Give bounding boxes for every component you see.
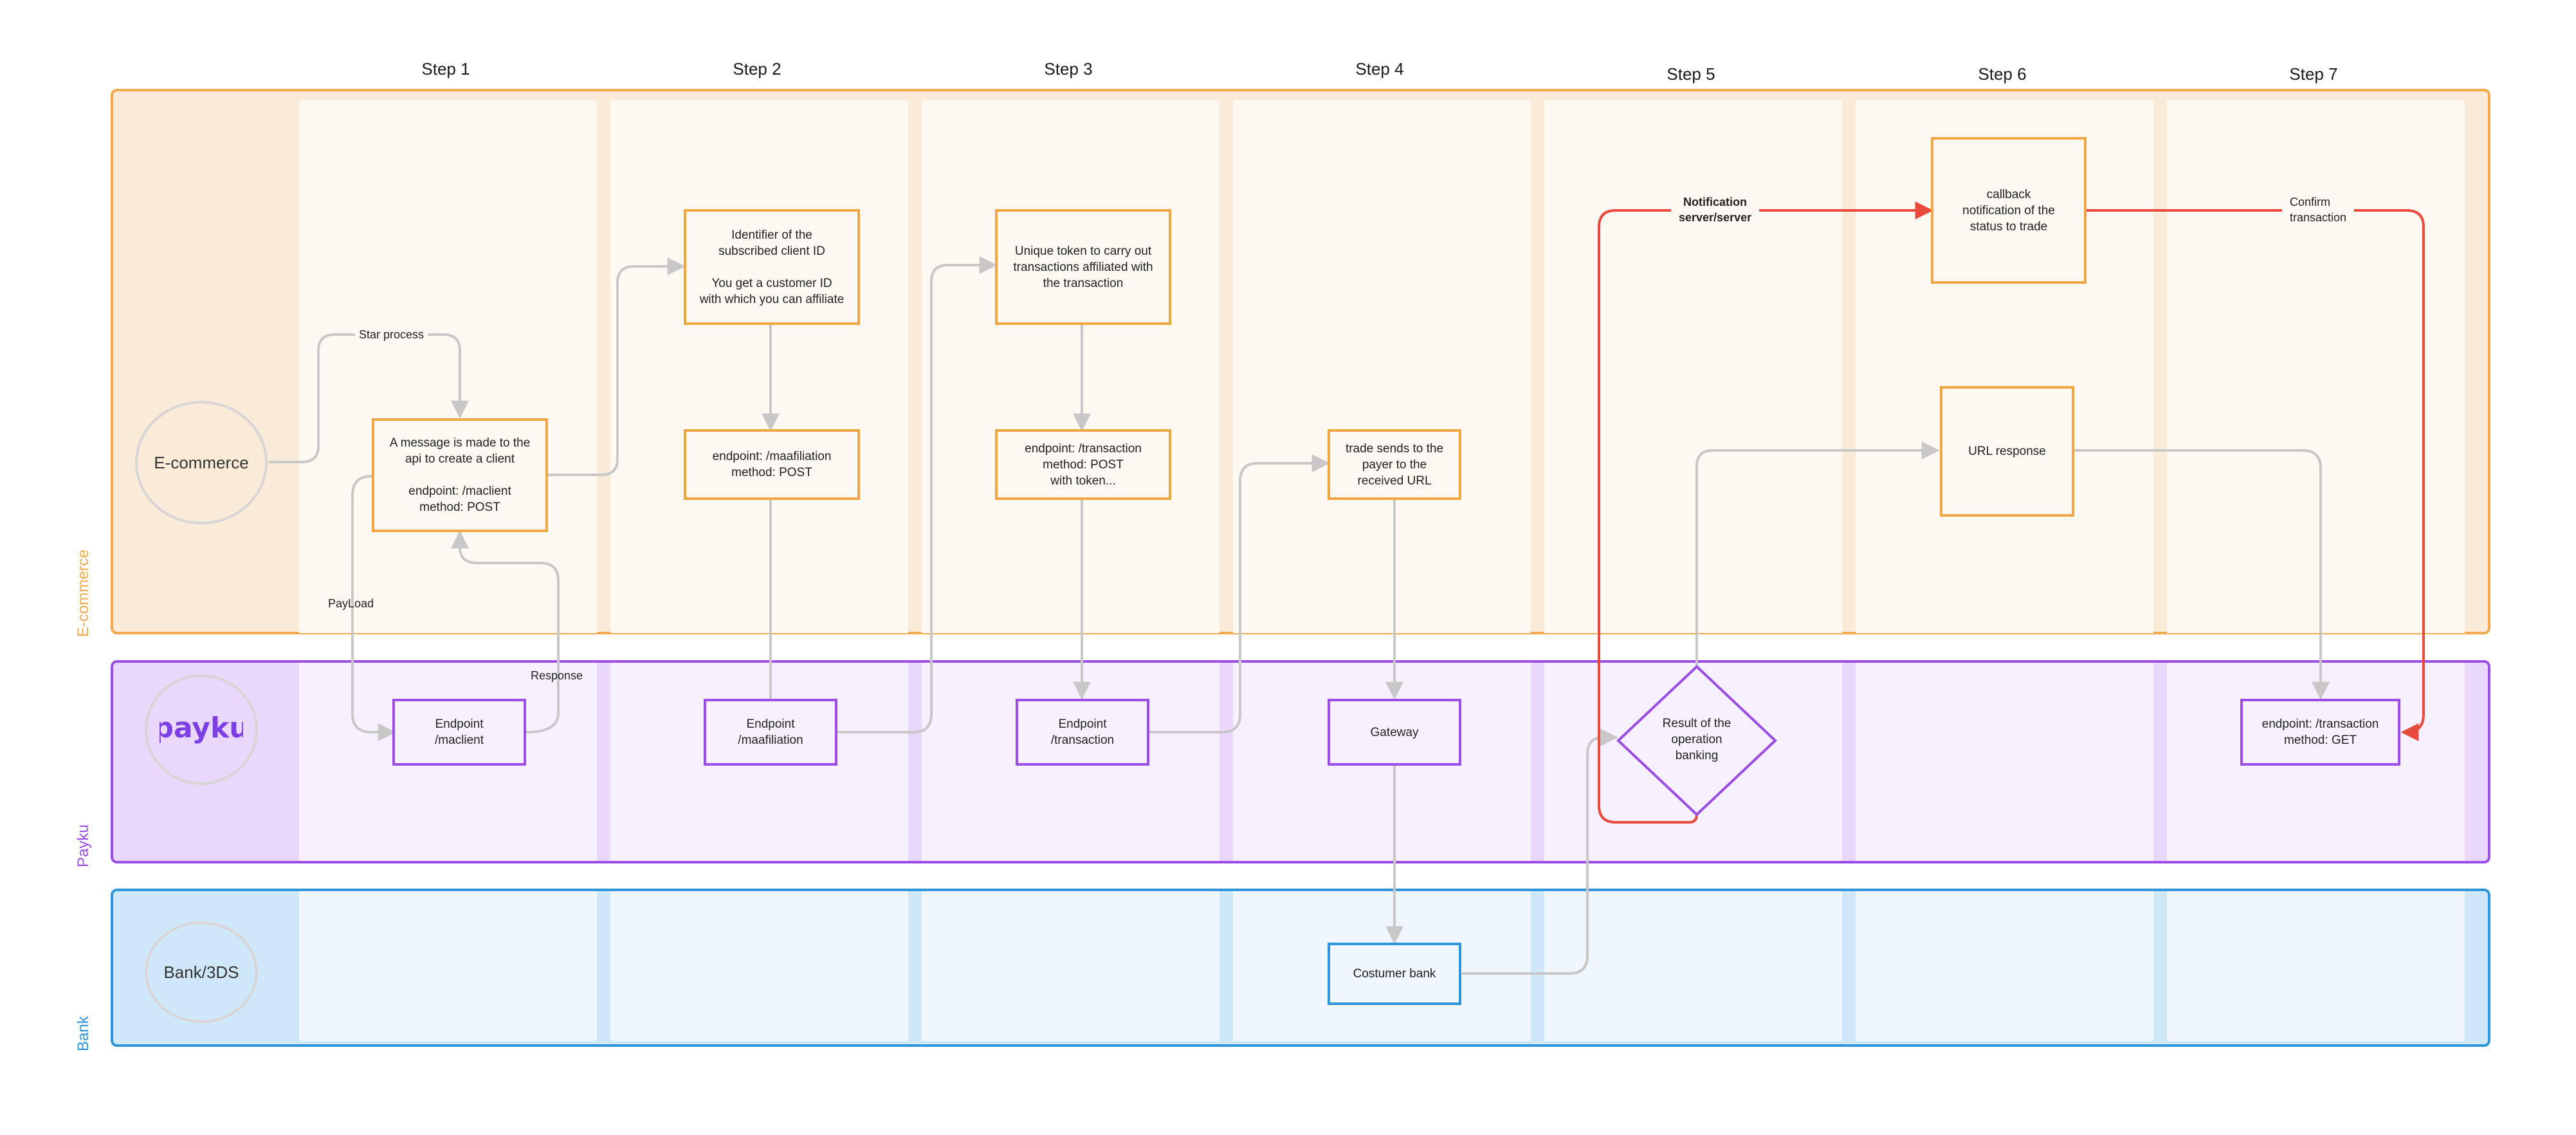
edge-create-client-to-identifier xyxy=(548,257,686,476)
ecommerce-step-3-column xyxy=(922,100,1219,633)
ecommerce-step-5-column xyxy=(1544,100,1842,633)
payku-actor-circle: payku xyxy=(145,674,258,785)
step-2-label: Step 2 xyxy=(733,59,781,78)
bank-step-1-column xyxy=(299,891,597,1041)
svg-text:payku: payku xyxy=(160,712,243,744)
edge-endpoint-transaction-to-trade xyxy=(1149,454,1330,734)
ecommerce-step-1-column xyxy=(299,100,597,633)
identifier-node: Identifier of the subscribed client ID Y… xyxy=(684,209,860,325)
payload-label: PayLoad xyxy=(328,597,374,610)
callback-node: callback notification of the status to t… xyxy=(1931,137,2087,284)
edge-result-notification-to-callback xyxy=(1598,201,1933,824)
trade-sends-node: trade sends to the payer to the received… xyxy=(1328,429,1461,500)
maafiliation-method-node: endpoint: /maafiliation method: POST xyxy=(684,429,860,500)
response-label: Response xyxy=(531,669,583,682)
bank-step-7-column xyxy=(2167,891,2465,1041)
result-banking-label: Result of the operation banking xyxy=(1662,717,1731,762)
gateway-node: Gateway xyxy=(1328,699,1461,766)
edge-ecommerce-to-create-client xyxy=(269,333,469,463)
edge-endpoint-maafiliation-to-token xyxy=(837,256,998,734)
step-4-label: Step 4 xyxy=(1355,59,1404,78)
bank-step-2-column xyxy=(610,891,908,1041)
endpoint-maafiliation-node: Endpoint /maafiliation xyxy=(704,699,837,766)
step-1-label: Step 1 xyxy=(421,59,470,78)
endpoint-transaction-node: Endpoint /transaction xyxy=(1016,699,1149,766)
result-banking-diamond xyxy=(1616,665,1777,817)
bank-step-5-column xyxy=(1544,891,1842,1041)
step-7-label: Step 7 xyxy=(2289,64,2338,84)
payku-logo-icon: payku xyxy=(160,712,243,744)
step-3-label: Step 3 xyxy=(1044,59,1093,78)
edge-endpoint-maclient-response xyxy=(451,530,560,734)
transaction-method-node: endpoint: /transaction method: POST with… xyxy=(995,429,1171,500)
payku-step-6-column xyxy=(1856,663,2153,861)
transaction-get-node: endpoint: /transaction method: GET xyxy=(2240,699,2400,766)
confirm-transaction-label: Confirm transaction xyxy=(2282,194,2355,225)
edge-result-to-url-response xyxy=(1695,441,1940,667)
step-6-label: Step 6 xyxy=(1978,64,2027,84)
edge-customer-bank-to-result xyxy=(1462,728,1618,975)
unique-token-node: Unique token to carry out transactions a… xyxy=(995,209,1171,325)
edge-url-response-to-transaction-get xyxy=(2074,449,2330,700)
bank-step-3-column xyxy=(922,891,1219,1041)
step-5-label: Step 5 xyxy=(1667,64,1715,84)
customer-bank-node: Costumer bank xyxy=(1328,943,1461,1005)
endpoint-maclient-node: Endpoint /maclient xyxy=(392,699,526,766)
star-process-label: Star process xyxy=(355,327,428,342)
bank-step-6-column xyxy=(1856,891,2153,1041)
url-response-node: URL response xyxy=(1940,386,2074,517)
edge-callback-confirm-to-transaction-get xyxy=(2087,209,2425,741)
bank-actor-circle: Bank/3DS xyxy=(145,921,258,1023)
create-client-node: A message is made to the api to create a… xyxy=(372,418,548,532)
ecommerce-step-7-column xyxy=(2167,100,2465,633)
edge-create-client-payload xyxy=(351,475,396,741)
ecommerce-step-2-column xyxy=(610,100,908,633)
ecommerce-step-4-column xyxy=(1233,100,1531,633)
notification-label: Notification server/server xyxy=(1671,194,1760,225)
ecommerce-actor-circle: E-commerce xyxy=(135,401,268,524)
